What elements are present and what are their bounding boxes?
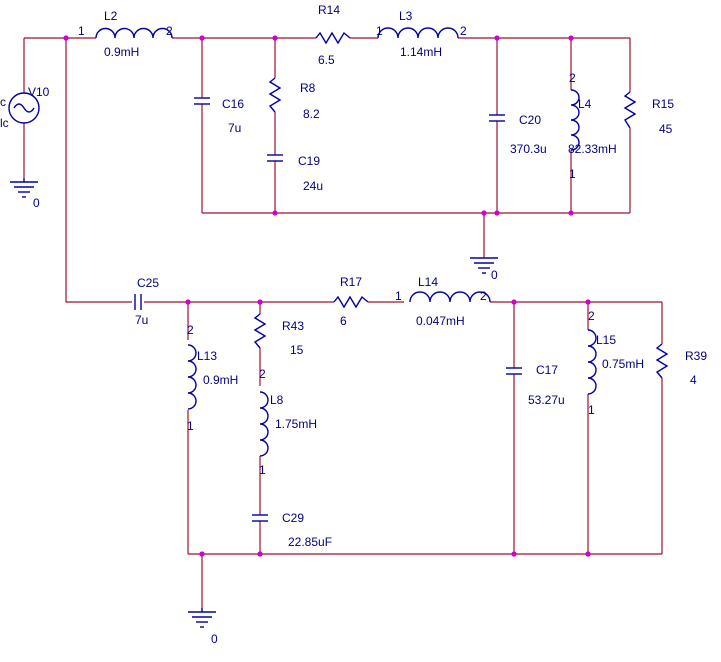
inductor-l3: L3 1.14mH 1 2	[376, 9, 467, 59]
c20-value: 370.3u	[510, 142, 547, 156]
resistor-r17: R17 6	[333, 275, 369, 328]
capacitor-c16: C16 7u	[194, 97, 244, 135]
l13-pin1: 1	[187, 419, 194, 433]
capacitor-c17: C17 53.27u	[506, 363, 565, 407]
inductor-l13: L13 0.9mH 2 1	[187, 323, 238, 433]
c20-ref: C20	[519, 113, 541, 127]
l2-ref: L2	[104, 9, 118, 23]
resistor-r15: R15 45	[623, 91, 674, 136]
resistor-r8: R8 8.2	[268, 77, 320, 121]
l8-pin1: 1	[259, 463, 266, 477]
c25-value: 7u	[135, 313, 148, 327]
inductor-l15: L15 0.75mH 2 1	[587, 309, 644, 417]
r43-ref: R43	[282, 319, 304, 333]
l2-pin2: 2	[166, 24, 173, 38]
capacitor-c29: C29 22.85uF	[252, 511, 332, 549]
c25-ref: C25	[137, 276, 159, 290]
l14-value: 0.047mH	[416, 314, 465, 328]
capacitor-c20: C20 370.3u	[489, 113, 547, 156]
l3-ref: L3	[399, 9, 413, 23]
r17-ref: R17	[340, 275, 362, 289]
r8-value: 8.2	[303, 107, 320, 121]
l3-pin1: 1	[376, 24, 383, 38]
l4-pin2: 2	[569, 71, 576, 85]
resistor-r14: R14 6.5	[315, 3, 351, 67]
ground-icon	[470, 257, 498, 274]
l15-pin1: 1	[588, 403, 595, 417]
l4-ref: L4	[578, 97, 592, 111]
inductor-l14: L14 0.047mH 1 2	[395, 275, 491, 328]
r17-value: 6	[340, 314, 347, 328]
v10-ref: V10	[28, 85, 50, 99]
inductor-l2: L2 0.9mH 1 2	[78, 9, 173, 59]
l15-ref: L15	[596, 333, 616, 347]
v10-source: V10 c lc	[0, 85, 50, 130]
c16-value: 7u	[228, 121, 241, 135]
ground-source: 0	[10, 178, 40, 210]
l2-value: 0.9mH	[104, 45, 139, 59]
c17-ref: C17	[536, 363, 558, 377]
l4-value: 82.33mH	[568, 142, 617, 156]
ground-icon	[188, 608, 216, 628]
r14-ref: R14	[318, 3, 340, 17]
l14-ref: L14	[418, 275, 438, 289]
l3-pin2: 2	[460, 24, 467, 38]
ground-label: 0	[211, 632, 218, 646]
r39-value: 4	[690, 373, 697, 387]
inductor-l4: L4 82.33mH 2 1	[568, 71, 617, 181]
c19-ref: C19	[298, 154, 320, 168]
c16-ref: C16	[222, 97, 244, 111]
r39-ref: R39	[685, 349, 707, 363]
l13-pin2: 2	[187, 323, 194, 337]
capacitor-c19: C19 24u	[267, 154, 323, 193]
l14-pin2: 2	[480, 289, 487, 303]
capacitor-c25: C25 7u	[134, 276, 159, 327]
r15-ref: R15	[652, 97, 674, 111]
l13-value: 0.9mH	[203, 373, 238, 387]
ground-top-network: 0	[470, 257, 498, 282]
v10-pin-top: c	[0, 95, 6, 109]
ground-bottom-network: 0	[188, 608, 218, 646]
l2-pin1: 1	[78, 24, 85, 38]
ac-source-icon	[8, 92, 40, 124]
c19-value: 24u	[303, 179, 323, 193]
r15-value: 45	[659, 122, 673, 136]
resistor-r39: R39 4	[655, 343, 707, 387]
l15-pin2: 2	[588, 309, 595, 323]
l8-ref: L8	[270, 393, 284, 407]
c17-value: 53.27u	[528, 393, 565, 407]
ground-icon	[10, 178, 38, 198]
l13-ref: L13	[197, 349, 217, 363]
l3-value: 1.14mH	[400, 45, 442, 59]
l8-value: 1.75mH	[275, 417, 317, 431]
l14-pin1: 1	[395, 289, 402, 303]
ground-label: 0	[491, 268, 498, 282]
l4-pin1: 1	[569, 167, 576, 181]
c29-ref: C29	[282, 511, 304, 525]
ground-label: 0	[33, 196, 40, 210]
v10-pin-bottom: lc	[0, 116, 9, 130]
c29-value: 22.85uF	[288, 535, 332, 549]
l8-pin2: 2	[259, 367, 266, 381]
inductor-l8: L8 1.75mH 2 1	[259, 367, 317, 477]
r43-value: 15	[290, 343, 304, 357]
r14-value: 6.5	[318, 53, 335, 67]
l15-value: 0.75mH	[602, 357, 644, 371]
resistor-r43: R43 15	[253, 313, 304, 357]
junction-dots	[63, 35, 591, 557]
r8-ref: R8	[300, 81, 316, 95]
